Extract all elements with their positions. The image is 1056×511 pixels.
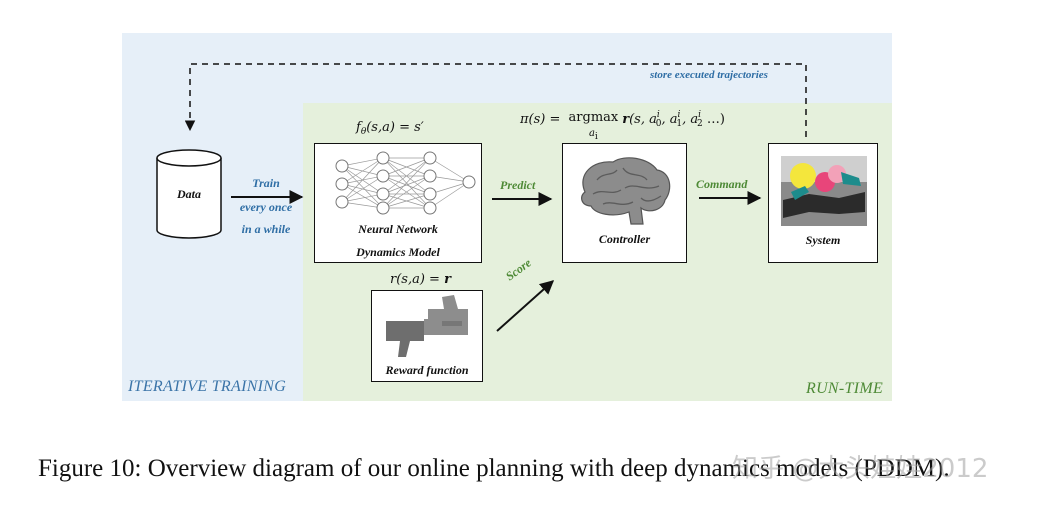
system-label: System bbox=[805, 233, 841, 247]
figure-caption: Figure 10: Overview diagram of our onlin… bbox=[38, 455, 950, 482]
train-label-line2: every once bbox=[239, 200, 293, 214]
train-label: Train bbox=[252, 176, 280, 190]
brain-icon bbox=[581, 157, 671, 225]
predict-label: Predict bbox=[500, 178, 536, 192]
train-label-line3: in a while bbox=[241, 222, 291, 236]
watermark: 知乎 @大头娃娃2012 bbox=[732, 454, 989, 484]
store-trajectories-label: store executed trajectories bbox=[650, 69, 768, 81]
robot-hand-icon bbox=[781, 156, 867, 226]
neural-network-icon bbox=[335, 151, 476, 215]
command-label: Command bbox=[696, 177, 748, 191]
database-icon bbox=[156, 149, 222, 239]
system-box bbox=[768, 143, 878, 263]
controller-box bbox=[562, 143, 687, 263]
iterative-training-label: ITERATIVE TRAINING bbox=[128, 378, 287, 395]
data-label: Data bbox=[177, 187, 201, 201]
controller-label: Controller bbox=[598, 232, 651, 246]
dynamics-formula: fθ(s,a) = s′ bbox=[356, 120, 424, 137]
thumbs-icon bbox=[386, 295, 468, 357]
dynamics-model-label: Dynamics Model bbox=[356, 245, 440, 259]
neural-network-box bbox=[314, 143, 482, 263]
reward-formula: r(s,a) = r bbox=[390, 272, 451, 287]
reward-function-label: Reward function bbox=[385, 363, 469, 377]
neural-network-label: Neural Network bbox=[358, 222, 438, 236]
feedback-dashed-arrow bbox=[184, 63, 807, 137]
runtime-label: RUN-TIME bbox=[806, 380, 884, 397]
reward-box bbox=[371, 290, 483, 382]
score-arrow bbox=[496, 280, 555, 332]
